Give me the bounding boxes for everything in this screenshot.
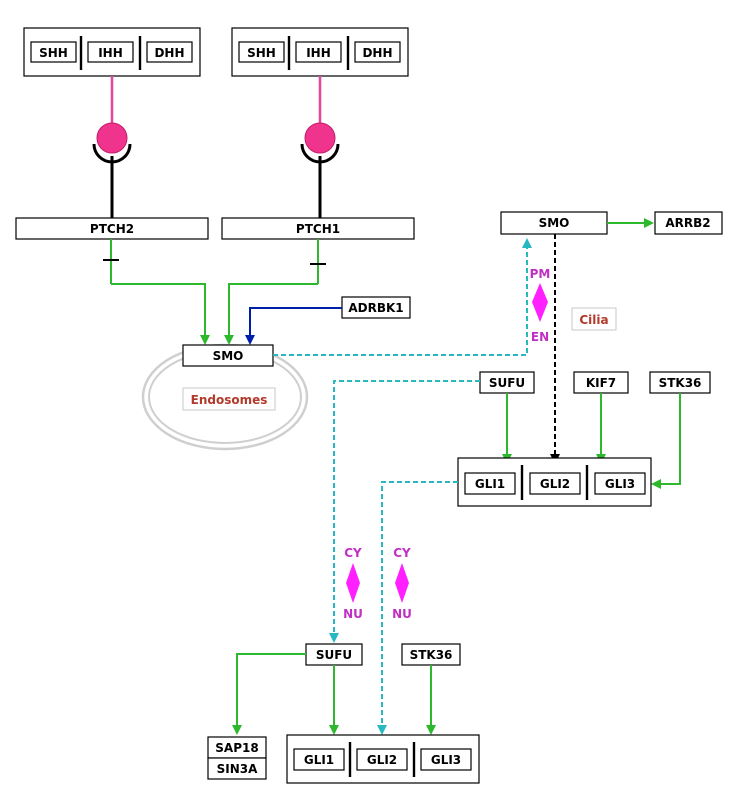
stk36-cilia-label: STK36 bbox=[659, 376, 702, 390]
smo-cilia-label: SMO bbox=[539, 216, 570, 230]
ligand-ihh-left: IHH bbox=[98, 46, 123, 60]
cy-label-1: CY bbox=[344, 546, 362, 560]
adrbk1-phosphorylates-smo bbox=[245, 307, 342, 345]
ligand-ihh-right: IHH bbox=[306, 46, 331, 60]
ligand-dhh-right: DHH bbox=[362, 46, 392, 60]
ptch2-label: PTCH2 bbox=[90, 222, 134, 236]
ptch1-inhibits-smo bbox=[224, 239, 326, 345]
endosome-compartment: Endosomes bbox=[141, 343, 309, 451]
binding-right bbox=[300, 76, 340, 218]
cy-nu-marker-icon-1 bbox=[346, 563, 360, 603]
endosomes-label: Endosomes bbox=[191, 393, 268, 407]
ptch2-inhibits-smo bbox=[103, 239, 210, 345]
gli2-translocation-edge bbox=[377, 481, 458, 735]
smo-endosome-label: SMO bbox=[213, 349, 244, 363]
nu-label-1: NU bbox=[343, 607, 363, 621]
nu-label-2: NU bbox=[392, 607, 412, 621]
en-label: EN bbox=[531, 330, 549, 344]
gli1-cilia-label: GLI1 bbox=[475, 477, 505, 491]
cy-nu-marker-icon-2 bbox=[395, 563, 409, 603]
gli2-cilia-label: GLI2 bbox=[540, 477, 570, 491]
stk36-to-gli3-edge bbox=[651, 393, 681, 489]
gli-group-nucleus: GLI1 GLI2 GLI3 bbox=[286, 734, 480, 784]
ligand-shh-right: SHH bbox=[247, 46, 276, 60]
sufu-cilia-label: SUFU bbox=[489, 376, 525, 390]
gli-group-cilia: GLI1 GLI2 GLI3 bbox=[457, 457, 652, 507]
gli3-nucleus-label: GLI3 bbox=[431, 753, 461, 767]
ptch1-label: PTCH1 bbox=[296, 222, 340, 236]
ligand-shh-left: SHH bbox=[39, 46, 68, 60]
arrb2-label: ARRB2 bbox=[665, 216, 710, 230]
ligand-dhh-left: DHH bbox=[154, 46, 184, 60]
pm-label: PM bbox=[530, 267, 551, 281]
sufu-translocation-edge bbox=[329, 380, 480, 643]
ligand-group-left: SHH IHH DHH bbox=[23, 27, 201, 77]
sap18-label: SAP18 bbox=[215, 741, 258, 755]
cilia-label: Cilia bbox=[579, 313, 608, 327]
ligand-group-right: SHH IHH DHH bbox=[231, 27, 409, 77]
arrb2-node bbox=[654, 211, 723, 235]
smo-translocation-edge bbox=[273, 238, 532, 356]
sin3a-node bbox=[207, 757, 267, 780]
gli3-cilia-label: GLI3 bbox=[605, 477, 635, 491]
sufu-to-sap18-edge bbox=[232, 653, 306, 735]
binding-left bbox=[92, 76, 132, 218]
pm-en-marker-icon bbox=[532, 283, 548, 322]
gli2-nucleus-label: GLI2 bbox=[367, 753, 397, 767]
sap18-sin3a-complex: SAP18 SIN3A bbox=[207, 736, 267, 780]
gli1-nucleus-label: GLI1 bbox=[304, 753, 334, 767]
kif7-label: KIF7 bbox=[586, 376, 616, 390]
sufu-nucleus-label: SUFU bbox=[316, 648, 352, 662]
cy-label-2: CY bbox=[393, 546, 411, 560]
stk36-nucleus-label: STK36 bbox=[410, 648, 453, 662]
sin3a-label: SIN3A bbox=[217, 762, 259, 776]
adrbk1-label: ADRBK1 bbox=[348, 301, 403, 315]
